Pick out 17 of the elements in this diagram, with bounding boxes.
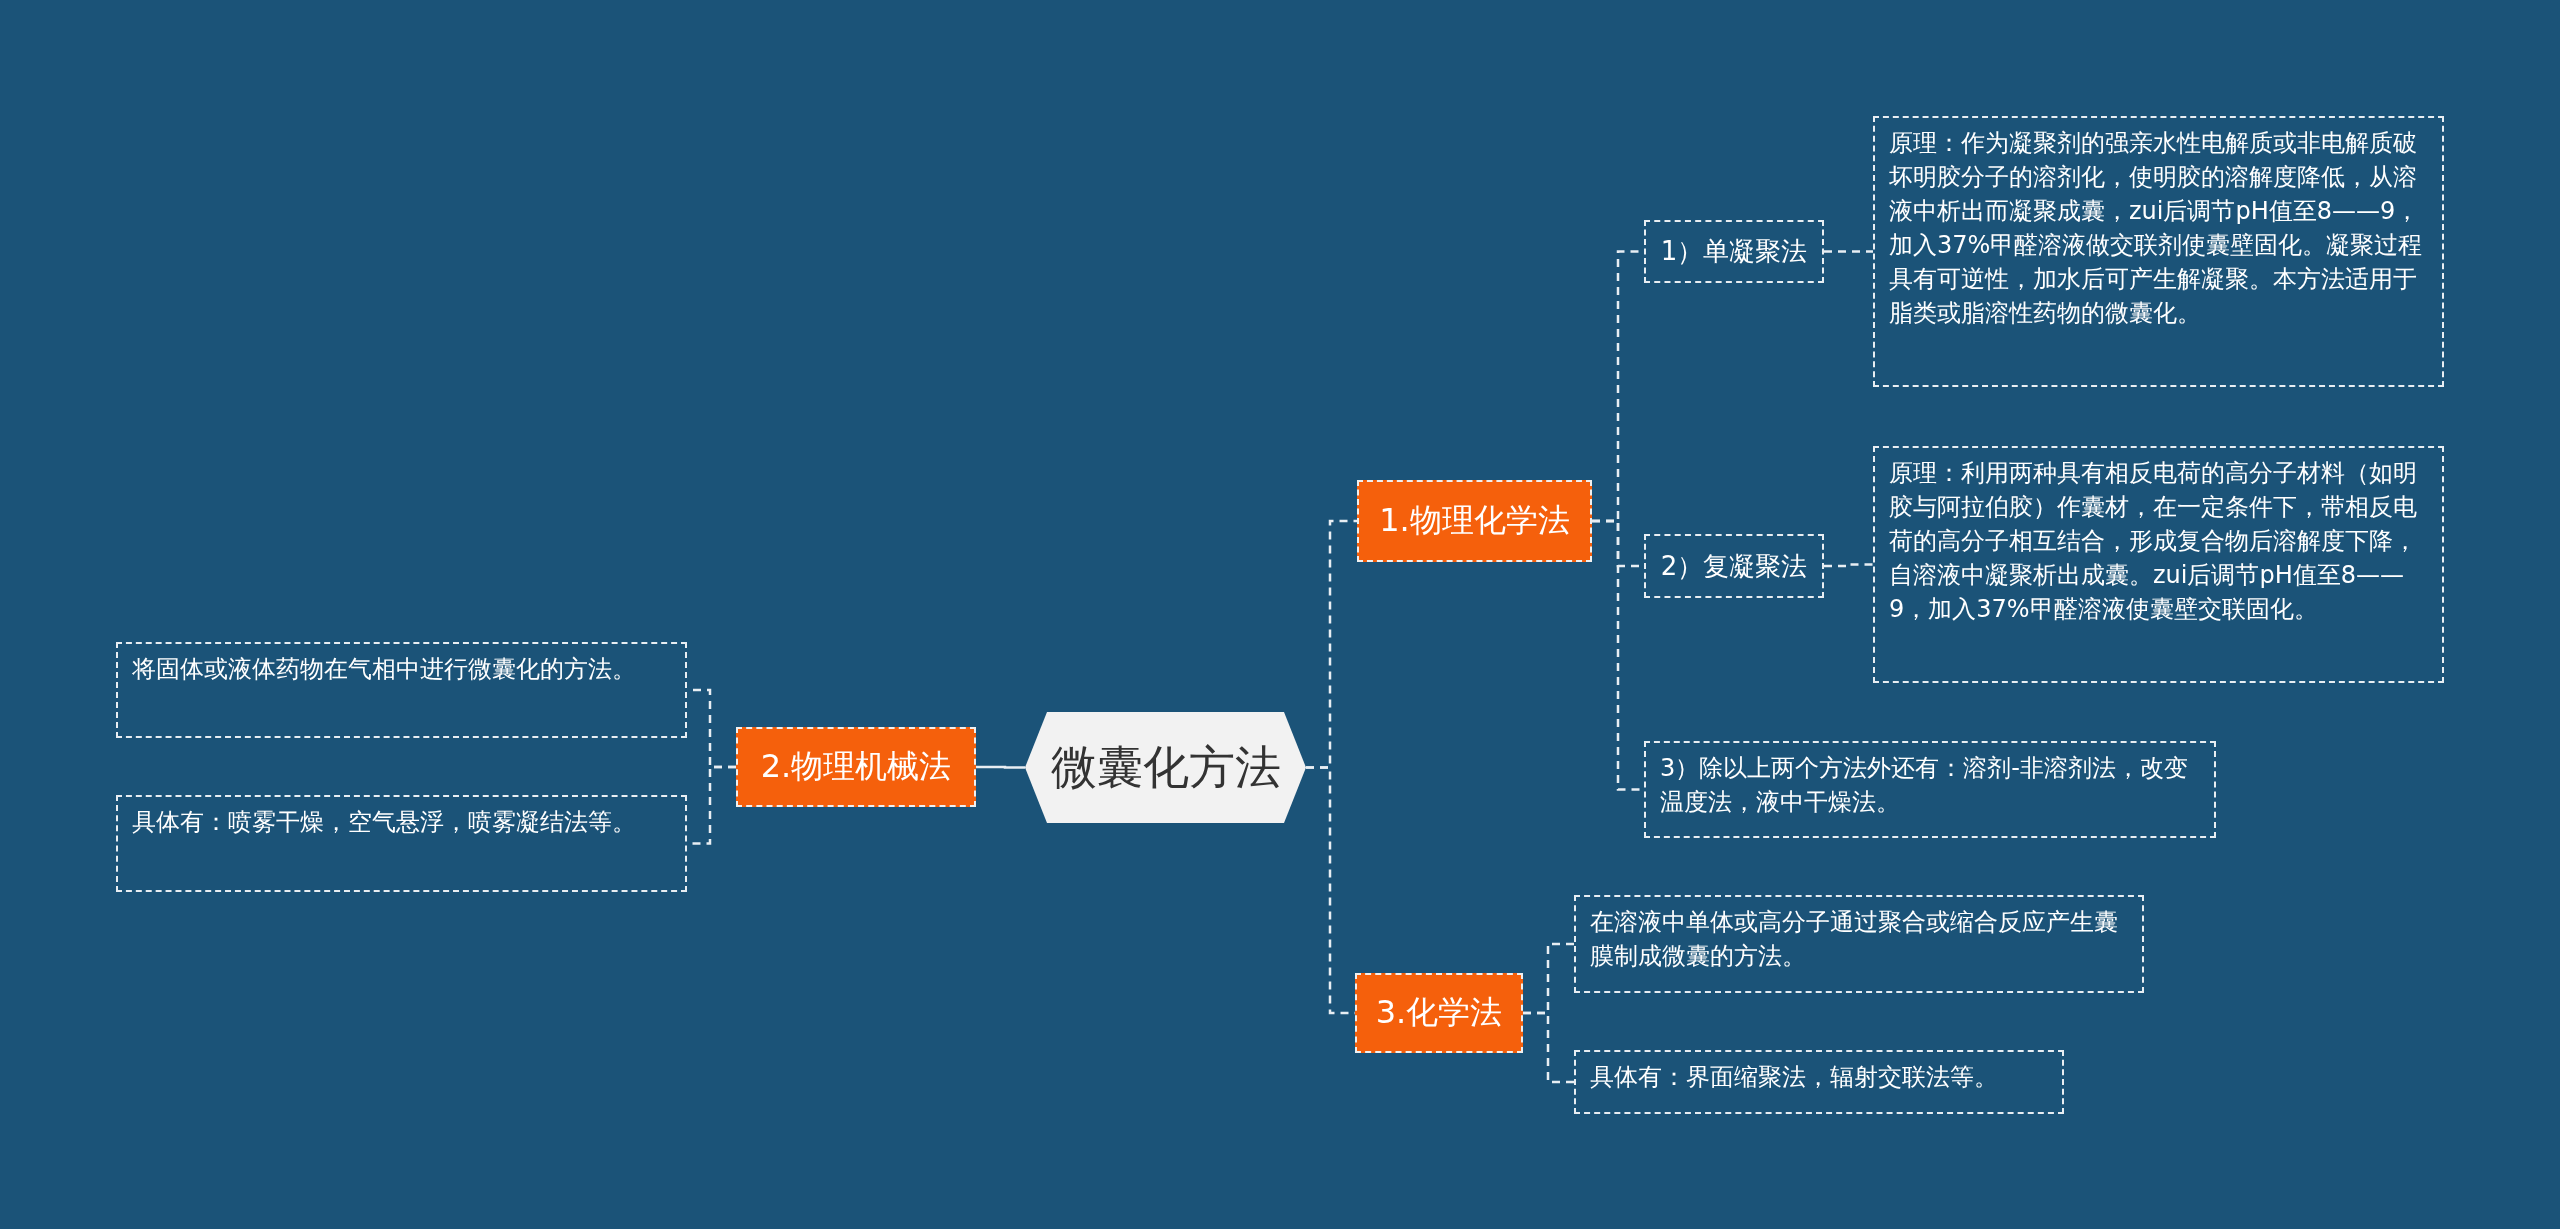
branch-box: 2.物理机械法 [736, 727, 976, 807]
connector-line [976, 765, 1025, 769]
note-box: 具体有：界面缩聚法，辐射交联法等。 [1574, 1050, 2064, 1114]
note-box: 具体有：喷雾干燥，空气悬浮，喷雾凝结法等。 [116, 795, 687, 892]
note-box: 将固体或液体药物在气相中进行微囊化的方法。 [116, 642, 687, 738]
note-box: 原理：利用两种具有相反电荷的高分子材料（如明胶与阿拉伯胶）作囊材，在一定条件下，带相反电荷的高分子相互结合，形成复合物后溶解度下降，自溶液中凝聚析出成囊。zui后调节pH值至8——9，加入37%甲醛溶液使囊壁交联固化。 [1873, 446, 2444, 683]
connector-line [1824, 563, 1873, 568]
note-box: 3）除以上两个方法外还有：溶剂-非溶剂法，改变温度法，液中干燥法。 [1644, 741, 2216, 838]
connector-line [1824, 250, 1873, 253]
branch-box: 3.化学法 [1355, 973, 1523, 1053]
subtopic-box: 2）复凝聚法 [1644, 534, 1824, 598]
connector-line [1523, 1011, 1574, 1084]
subtopic-box: 1）单凝聚法 [1644, 220, 1824, 283]
note-box: 在溶液中单体或高分子通过聚合或缩合反应产生囊膜制成微囊的方法。 [1574, 895, 2144, 993]
note-box: 原理：作为凝聚剂的强亲水性电解质或非电解质破坏明胶分子的溶剂化，使明胶的溶解度降低，从溶液中析出而凝聚成囊，zui后调节pH值至8——9，加入37%甲醛溶液做交联剂使囊壁固化。凝聚过程具有可逆性，加水后可产生解凝聚。本方法适用于脂类或脂溶性药物的微囊化。 [1873, 116, 2444, 387]
branch-box: 1.物理化学法 [1357, 480, 1592, 562]
topic-hexagon: 微囊化方法 [1025, 712, 1306, 823]
